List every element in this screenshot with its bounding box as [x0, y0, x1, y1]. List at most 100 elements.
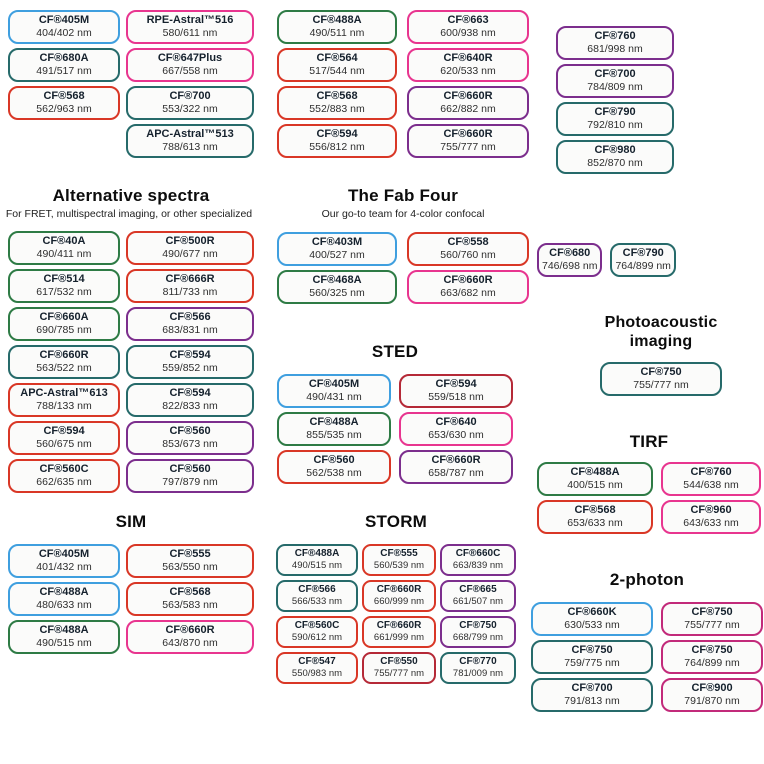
dye-name: CF®560C — [294, 620, 340, 631]
dye-wavelengths: 491/517 nm — [36, 65, 92, 77]
dye-wavelengths: 667/558 nm — [162, 65, 218, 77]
dye-wavelengths: 490/515 nm — [291, 560, 343, 571]
dye-name: CF®555 — [169, 548, 211, 560]
dye-wavelengths: 663/682 nm — [440, 287, 496, 299]
dye-wavelengths: 683/831 nm — [162, 324, 218, 336]
dye-wavelengths: 755/777 nm — [440, 141, 496, 153]
dye-wavelengths: 653/633 nm — [567, 517, 623, 529]
dye-wavelengths: 852/870 nm — [587, 157, 643, 169]
dye-wavelengths: 792/810 nm — [587, 119, 643, 131]
dye-name: CF®488A — [570, 466, 620, 478]
dye-name: APC-Astral™613 — [20, 387, 108, 399]
dye-name: CF®560C — [39, 463, 89, 475]
dye-wavelengths: 653/630 nm — [428, 429, 484, 441]
dye-name: CF®560 — [313, 454, 355, 466]
dye-name: CF®660R — [39, 349, 89, 361]
dye-name: CF®960 — [690, 504, 732, 516]
tirf-title: TIRF — [629, 432, 669, 451]
dye-name: CF®660R — [443, 128, 493, 140]
dye-name: CF®405M — [38, 548, 90, 560]
dye-wavelengths: 797/879 nm — [162, 476, 218, 488]
dye-name: CF®560 — [169, 425, 211, 437]
dye-name: CF®560 — [169, 463, 211, 475]
dye-wavelengths: 791/813 nm — [564, 695, 620, 707]
dye-name: CF®750 — [640, 366, 682, 378]
dye-wavelengths: 544/638 nm — [683, 479, 739, 491]
dye-wavelengths: 764/899 nm — [615, 260, 671, 272]
dye-wavelengths: 822/833 nm — [162, 400, 218, 412]
dye-wavelengths: 560/675 nm — [36, 438, 92, 450]
dye-name: CF®403M — [311, 236, 363, 248]
dye-name: CF®790 — [622, 247, 664, 259]
dye-name: CF®568 — [316, 90, 358, 102]
dye-wavelengths: 490/511 nm — [309, 27, 365, 39]
dye-wavelengths: 563/583 nm — [162, 599, 218, 611]
dye-name: CF®594 — [316, 128, 358, 140]
dye-name: CF®594 — [169, 349, 211, 361]
dye-wavelengths: 556/812 nm — [309, 141, 365, 153]
dye-name: CF®660R — [165, 624, 215, 636]
dye-wavelengths: 490/411 nm — [36, 248, 92, 260]
dye-wavelengths: 480/633 nm — [36, 599, 92, 611]
dye-wavelengths: 755/777 nm — [633, 379, 689, 391]
alternative-spectra-title: Alternative spectra — [52, 186, 210, 205]
sim-title: SIM — [115, 512, 147, 531]
dye-wavelengths: 560/539 nm — [373, 560, 425, 571]
dye-wavelengths: 643/633 nm — [683, 517, 739, 529]
dye-wavelengths: 560/325 nm — [309, 287, 365, 299]
photoacoustic-title: Photoacoustic imaging — [604, 314, 718, 350]
dye-name: CF®514 — [43, 273, 85, 285]
dye-name: CF®660R — [443, 274, 493, 286]
dye-name: CF®770 — [459, 656, 497, 667]
dye-name: CF®594 — [169, 387, 211, 399]
dye-wavelengths: 643/870 nm — [162, 637, 218, 649]
sted-title: STED — [371, 342, 419, 361]
dye-name: CF®700 — [571, 682, 613, 694]
dye-wavelengths: 559/518 nm — [428, 391, 484, 403]
dye-wavelengths: 764/899 nm — [684, 657, 740, 669]
dye-wavelengths: 562/538 nm — [306, 467, 362, 479]
dye-name: CF®488A — [39, 624, 89, 636]
storm-title: STORM — [364, 512, 428, 531]
